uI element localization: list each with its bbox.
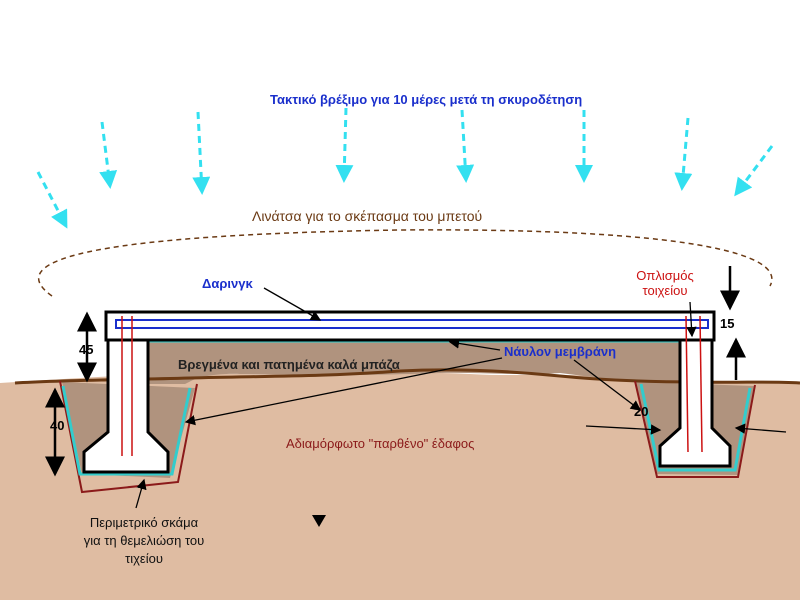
dim-left-bottom: 40 <box>50 418 65 433</box>
left-trench-membrane <box>61 385 192 476</box>
burlap-sheet <box>38 229 773 297</box>
concrete-slab <box>104 310 716 342</box>
leader-arrows <box>135 287 787 509</box>
left-trench-outline <box>59 380 198 494</box>
trench-label-line2: για τη θεμελιώση του <box>83 533 205 548</box>
left-wall-footing <box>82 336 170 474</box>
slab-mesh <box>115 319 709 329</box>
dim-left-top: 45 <box>79 342 94 357</box>
trench-label-line3: τιχείου <box>125 551 163 566</box>
virgin-soil <box>0 372 800 600</box>
cursor-marker <box>312 515 326 527</box>
left-rebars <box>121 316 133 456</box>
right-rebars <box>685 315 703 453</box>
rebar-label: Οπλισμός τοιχείου <box>630 268 700 298</box>
sheet-label: Λινάτσα για το σκέπασμα του μπετού <box>252 208 483 224</box>
rebar-label-line1: Οπλισμός <box>636 268 694 283</box>
membrane-label: Νάυλον μεμβράνη <box>504 344 617 359</box>
compacted-fill-label: Βρεγμένα και πατημένα καλά μπάζα <box>178 357 400 372</box>
trench-label: Περιμετρικό σκάμα για τη θεμελιώση του τ… <box>62 514 226 568</box>
dim-right-slab: 15 <box>720 316 735 331</box>
watering-label: Τακτικό βρέξιμο για 10 μέρες μετά τη σκυ… <box>270 92 583 107</box>
compacted-fill <box>148 341 680 384</box>
soil-label: Αδιαμόρφωτο "παρθένο" έδαφος <box>286 436 475 451</box>
right-wall-footing <box>658 336 732 468</box>
rebar-label-line2: τοιχείου <box>642 283 688 298</box>
water-arrows <box>36 107 774 229</box>
daring-label: Δαρινγκ <box>202 276 253 291</box>
dim-right-wall: 20 <box>634 404 649 419</box>
dimension-arrows <box>45 266 746 477</box>
trench-label-line1: Περιμετρικό σκάμα <box>89 515 199 530</box>
